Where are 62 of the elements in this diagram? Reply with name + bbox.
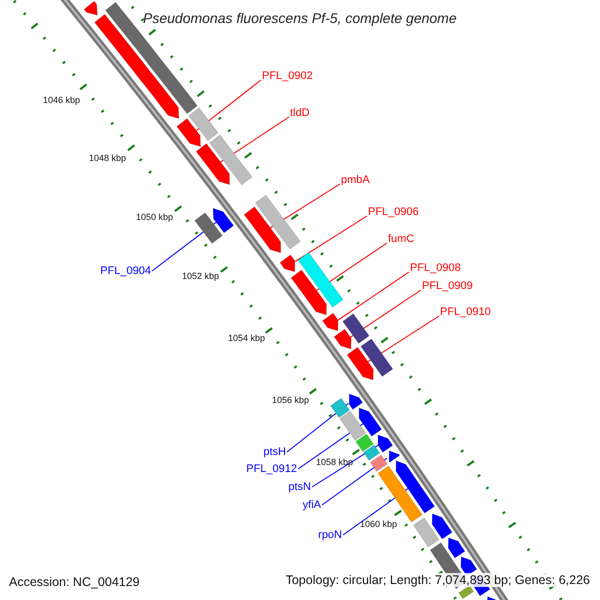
feature-bar bbox=[298, 252, 344, 308]
gene-label: PFL_0912 bbox=[246, 462, 297, 476]
scale-label: 1048 kbp bbox=[88, 153, 126, 163]
scale-label: 1046 kbp bbox=[42, 95, 80, 105]
scale-label: 1052 kbp bbox=[182, 271, 219, 281]
gene-block bbox=[212, 208, 234, 234]
leader-line bbox=[322, 458, 388, 506]
gene-block bbox=[196, 143, 230, 185]
gene-label: PFL_0910 bbox=[440, 305, 491, 319]
gene-block bbox=[388, 450, 400, 463]
feature-bar bbox=[458, 585, 474, 600]
gene-label: ptsN bbox=[288, 480, 311, 494]
gene-label: tldD bbox=[290, 106, 310, 120]
feature-bar bbox=[254, 194, 301, 250]
gene-block bbox=[290, 270, 327, 316]
gene-block bbox=[432, 513, 453, 540]
gene-label: rpoN bbox=[318, 528, 342, 542]
gene-block bbox=[84, 0, 98, 16]
gene-label: PFL_0904 bbox=[100, 264, 151, 278]
leader-line bbox=[312, 444, 378, 488]
leader-line bbox=[294, 216, 368, 262]
gene-label: PFL_0908 bbox=[410, 261, 461, 275]
gene-label: ptsH bbox=[263, 445, 286, 459]
feature-bar bbox=[370, 454, 388, 472]
scale-label: 1056 kbp bbox=[272, 395, 309, 405]
title: Pseudomonas fluorescens Pf-5, complete genome bbox=[143, 9, 457, 28]
scale-label: 1060 kbp bbox=[360, 519, 397, 529]
leader-line bbox=[368, 316, 440, 362]
gene-block bbox=[280, 254, 296, 272]
gene-block bbox=[396, 460, 436, 514]
gene-block bbox=[334, 328, 352, 350]
feature-bar bbox=[188, 107, 219, 142]
gene-label: PFL_0906 bbox=[368, 205, 419, 219]
feature-bar bbox=[363, 444, 380, 461]
gene-block bbox=[348, 393, 364, 410]
gene-label: pmbA bbox=[341, 173, 370, 187]
leader-line bbox=[338, 272, 410, 321]
gene-block bbox=[176, 118, 201, 147]
scale-label: 1054 kbp bbox=[228, 333, 265, 343]
leader-line bbox=[316, 242, 388, 291]
gene-block bbox=[346, 346, 374, 380]
feature-bar bbox=[342, 313, 370, 344]
scale-label: 1058 kbp bbox=[316, 457, 353, 467]
gene-block bbox=[244, 206, 281, 254]
gene-block bbox=[378, 434, 394, 453]
gene-label: PFL_0909 bbox=[422, 279, 473, 293]
accession-text: Accession: NC_004129 bbox=[9, 574, 140, 590]
feature-bar bbox=[330, 398, 350, 418]
feature-bar bbox=[412, 517, 440, 548]
feature-bar bbox=[355, 434, 374, 452]
feature-bar bbox=[209, 134, 253, 186]
gene-block bbox=[358, 407, 382, 437]
feature-bar bbox=[339, 410, 366, 441]
gene-label: yfiA bbox=[302, 498, 321, 512]
leader-line bbox=[286, 402, 350, 452]
gene-label: PFL_0902 bbox=[262, 69, 313, 83]
feature-bar bbox=[194, 212, 223, 244]
gene-block bbox=[448, 537, 466, 558]
feature-bar bbox=[360, 338, 394, 377]
scale-label: 1050 kbp bbox=[136, 212, 173, 222]
gene-label: fumC bbox=[388, 232, 414, 246]
gene-block bbox=[322, 312, 338, 332]
